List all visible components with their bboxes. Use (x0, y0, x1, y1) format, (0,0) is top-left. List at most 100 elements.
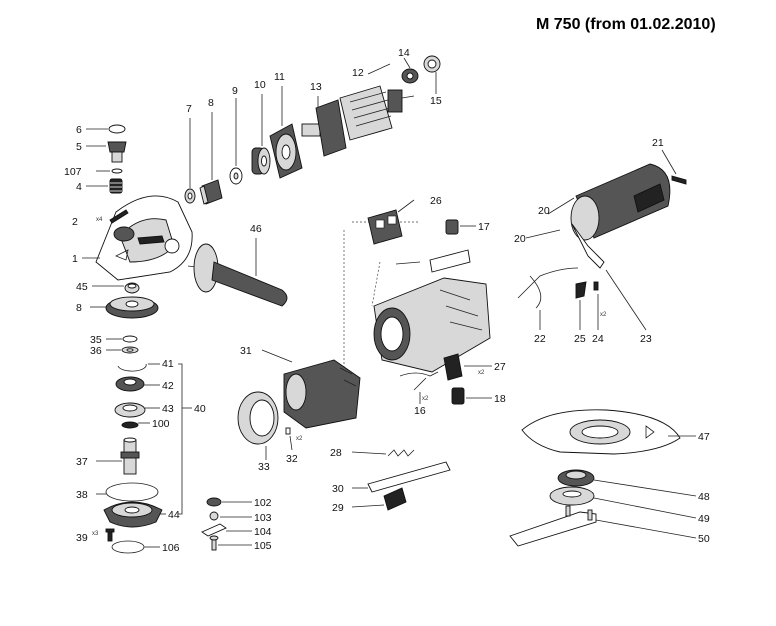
label-31: 31 (240, 345, 252, 357)
part-screw-24 (593, 281, 599, 330)
part-bevel-gear-8 (90, 296, 159, 319)
label-4: 4 (76, 181, 82, 193)
part-17 (429, 219, 476, 273)
label-43: 43 (162, 403, 174, 415)
part-bearing-10 (251, 94, 271, 175)
part-flange-49 (549, 486, 697, 519)
label-36: 36 (90, 345, 102, 357)
label-20: 20 (538, 205, 550, 217)
label-14: 14 (398, 47, 410, 59)
diagram-title: M 750 (from 01.02.2010) (536, 16, 716, 33)
part-fan-11 (269, 86, 303, 179)
part-104 (201, 523, 252, 537)
part-button-5 (86, 141, 127, 163)
part-armature-13 (301, 85, 415, 157)
label-106: 106 (162, 542, 180, 554)
multiplier-39: x3 (92, 531, 99, 537)
label-29: 29 (332, 502, 344, 514)
part-105 (209, 535, 252, 551)
leader-23 (605, 269, 647, 331)
part-washer-7 (184, 118, 196, 204)
leader-12 (367, 63, 391, 75)
part-brush-holder-26 (367, 199, 415, 245)
label-44: 44 (168, 509, 180, 521)
part-102 (206, 497, 252, 507)
label-10: 10 (254, 79, 266, 91)
label-32: 32 (286, 453, 298, 465)
part-wrench-50 (509, 505, 697, 547)
part-switch-rod-30 (352, 461, 451, 493)
label-21: 21 (652, 137, 664, 149)
label-104: 104 (254, 526, 272, 538)
multiplier-24: x2 (600, 312, 607, 318)
label-50: 50 (698, 533, 710, 545)
label-23: 23 (640, 333, 652, 345)
part-nut-48 (557, 469, 697, 497)
part-bearing-45 (92, 282, 140, 294)
part-clamp-25 (575, 281, 587, 330)
multiplier-2: x4 (96, 217, 103, 223)
label-28: 28 (330, 447, 342, 459)
part-18 (451, 387, 492, 405)
part-cap-43 (114, 402, 160, 418)
label-13: 13 (310, 81, 322, 93)
label-49: 49 (698, 513, 710, 525)
part-gear-head (82, 195, 193, 281)
label-35: 35 (90, 334, 102, 346)
label-25: 25 (574, 333, 586, 345)
part-screw-39 (105, 528, 115, 542)
part-bearing-42 (115, 376, 160, 392)
part-103 (209, 511, 252, 521)
part-slider-29 (351, 487, 407, 511)
label-37: 37 (76, 456, 88, 468)
label-107: 107 (64, 166, 82, 178)
part-washer-100 (121, 421, 150, 429)
label-46: 46 (250, 223, 262, 235)
part-motor-housing (343, 221, 491, 380)
label-15: 15 (430, 95, 442, 107)
label-24: 24 (592, 333, 604, 345)
part-washer-36 (106, 346, 139, 354)
label-39: 39 (76, 532, 88, 544)
part-cable-16 (395, 261, 439, 404)
part-bearing-14 (401, 57, 419, 84)
part-field-coil-31 (261, 349, 361, 429)
label-9: 9 (232, 85, 238, 97)
label-103: 103 (254, 512, 272, 524)
part-pinion-8 (199, 112, 223, 205)
part-screw-2 (109, 209, 129, 224)
label-45: 45 (76, 281, 88, 293)
part-flange-44 (103, 501, 166, 528)
label-2: 2 (72, 216, 78, 228)
label-5: 5 (76, 141, 82, 153)
part-ring-33 (237, 391, 279, 460)
part-washer-35 (106, 335, 138, 343)
label-7: 7 (186, 103, 192, 115)
part-ring-6 (86, 124, 126, 134)
part-rear-housing-20 (525, 163, 671, 269)
label-40: 40 (194, 403, 206, 415)
part-ring-107 (96, 168, 123, 174)
label-22: 22 (534, 333, 546, 345)
label-1: 1 (72, 253, 78, 265)
label-102: 102 (254, 497, 272, 509)
label-20-lower: 20 (514, 233, 526, 245)
label-8a: 8 (208, 97, 214, 109)
label-42: 42 (162, 380, 174, 392)
part-spring-4 (86, 178, 123, 194)
part-cable-22 (517, 267, 579, 330)
label-6: 6 (76, 124, 82, 136)
part-wheel-guard-47 (521, 409, 696, 455)
label-8b: 8 (76, 302, 82, 314)
label-33: 33 (258, 461, 270, 473)
label-26: 26 (430, 195, 442, 207)
part-side-handle-46 (187, 238, 288, 307)
label-11: 11 (274, 71, 285, 83)
label-27: 27 (494, 361, 506, 373)
label-30: 30 (332, 483, 344, 495)
part-washer-9 (229, 98, 243, 185)
part-sleeve-15 (423, 55, 441, 94)
label-38: 38 (76, 489, 88, 501)
label-12: 12 (352, 67, 364, 79)
